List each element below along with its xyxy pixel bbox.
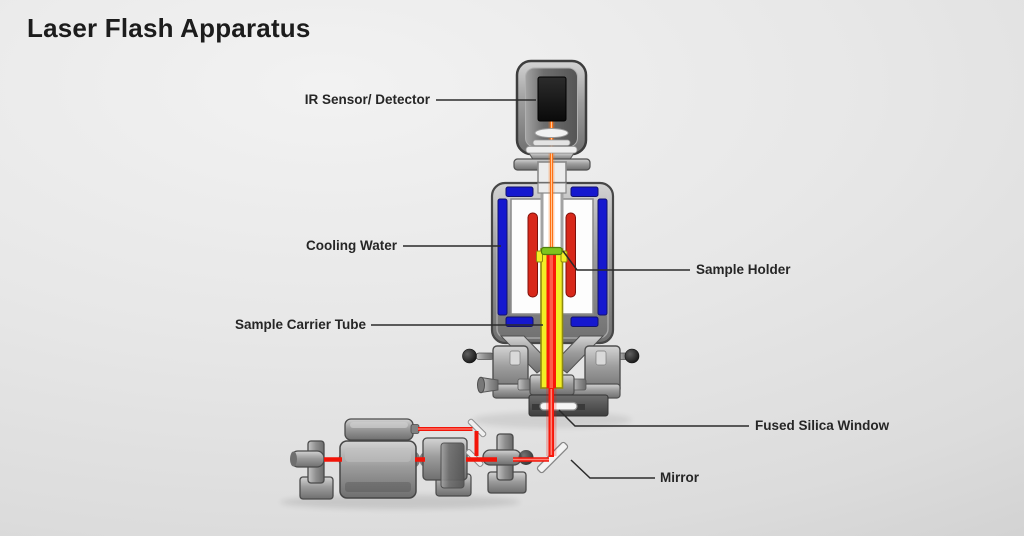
leader-lines [371, 99, 749, 479]
label-cooling-water: Cooling Water [306, 238, 397, 253]
laser-head [344, 418, 420, 441]
ir-sensor [537, 76, 567, 122]
bench-shadow [280, 495, 520, 509]
label-mirror: Mirror [660, 470, 700, 485]
laser-source-bench [290, 418, 534, 500]
laser-beam-path [324, 254, 557, 462]
adjust-knob-right [624, 348, 640, 364]
optic-mount-2 [482, 433, 534, 494]
fold-mirror-1 [467, 418, 487, 438]
detector-lens-stack [525, 128, 578, 154]
heating-elements [527, 212, 576, 298]
laser-power-unit [338, 440, 420, 499]
label-sample-carrier-tube: Sample Carrier Tube [234, 317, 366, 332]
label-ir-sensor-detector: IR Sensor/ Detector [304, 92, 430, 107]
optic-mount-1 [290, 440, 334, 500]
page-title: Laser Flash Apparatus [27, 13, 311, 43]
cooling-water-channels [497, 186, 608, 327]
fused-silica-window-leader-line [558, 409, 749, 427]
label-fused-silica-window: Fused Silica Window [755, 418, 890, 433]
sample [540, 246, 563, 256]
adjust-knob-left [462, 348, 477, 364]
mirror-leader-line [570, 459, 655, 479]
label-sample-holder: Sample Holder [696, 262, 791, 277]
sample-holder-leader-line [562, 250, 690, 271]
fused-silica-window [539, 401, 578, 411]
beam-conditioning-unit [419, 437, 472, 497]
